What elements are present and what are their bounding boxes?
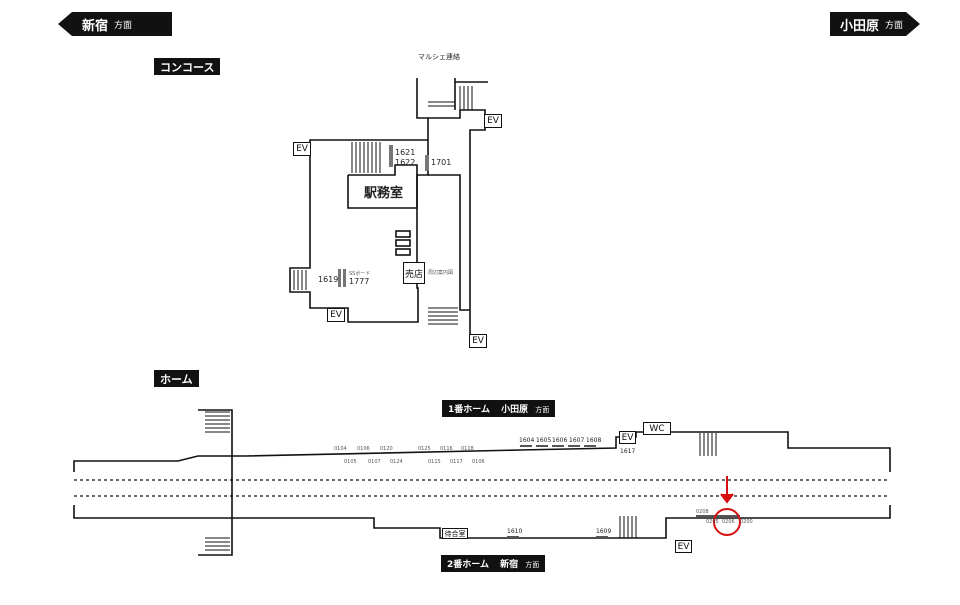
tiny-0125: 0125 [418,446,431,452]
elevator-platform-1: EV [619,431,636,444]
kiosk-box: 売店 [403,262,425,284]
direction-odawara-banner: 小田原 方面 [830,12,920,36]
code-1621: 1621 [395,148,416,157]
concourse-corridor [428,174,470,311]
tiny-0200: 0200 [740,519,753,525]
current-position-marker [713,476,741,536]
tiny-0206: 0206 [722,519,735,525]
platform2-dest: 新宿 [500,560,519,570]
tiny-0107: 0107 [368,459,381,465]
direction-left-station: 新宿 [82,18,109,34]
tiny-0105: 0105 [344,459,357,465]
platform1-dest: 小田原 [501,405,529,415]
nearby-guide-label: 周辺案内図 [428,270,454,276]
platform1-label: 1番ホーム 小田原 方面 [442,400,556,417]
station-office-label: 駅務室 [364,186,404,201]
platform1-number: 1番ホーム [448,405,490,415]
tiny-0120: 0120 [380,446,393,452]
platform-section-title: ホーム [154,370,199,387]
concourse-section-title: コンコース [154,58,221,75]
waiting-room-box: 待合室 [442,528,468,539]
direction-right-suffix: 方面 [885,20,904,31]
elevator-platform-2: EV [675,540,692,553]
tiny-0208: 0208 [696,509,709,515]
code-1619: 1619 [318,275,339,284]
code-1606: 1606 [552,437,568,444]
code-1777: 1777 [349,277,370,286]
elevator-concourse-4: EV [469,334,487,348]
direction-shinjuku-banner: 新宿 方面 [58,12,172,36]
tiny-0116: 0116 [440,446,453,452]
code-1701: 1701 [431,158,452,167]
code-1605: 1605 [536,437,552,444]
code-1622: 1622 [395,158,416,167]
direction-right-station: 小田原 [840,18,880,34]
marche-link-label: マルシェ連絡 [418,53,460,61]
code-1607: 1607 [569,437,585,444]
tiny-0124: 0124 [390,459,403,465]
stair-shaft [198,409,233,556]
elevator-concourse-3: EV [327,308,345,322]
concourse-right-wall [428,109,486,346]
elevator-concourse-2: EV [484,114,502,128]
station-office-outline [347,164,418,209]
code-1617: 1617 [620,448,636,455]
code-1604: 1604 [519,437,535,444]
platform1-suffix: 方面 [535,406,550,414]
tiny-0106b: 0106 [472,459,485,465]
platform2-suffix: 方面 [525,561,540,569]
tiny-0104: 0104 [334,446,347,452]
tiny-0106: 0106 [357,446,370,452]
platform2-label: 2番ホーム 新宿 方面 [441,555,546,572]
platform2-number: 2番ホーム [447,560,489,570]
direction-left-suffix: 方面 [114,20,133,31]
tiny-0118: 0118 [461,446,474,452]
platform1-outline [73,431,891,472]
elevator-concourse-1: EV [293,142,311,156]
wc-box: WC [643,422,671,435]
platform2-outline [73,505,891,539]
tiny-0117: 0117 [450,459,463,465]
code-1610: 1610 [507,528,523,535]
tiny-0115: 0115 [428,459,441,465]
sis-board-label: SSボード [349,271,371,277]
tiny-0205: 0205 [706,519,719,525]
code-1608: 1608 [586,437,602,444]
code-1609: 1609 [596,528,612,535]
